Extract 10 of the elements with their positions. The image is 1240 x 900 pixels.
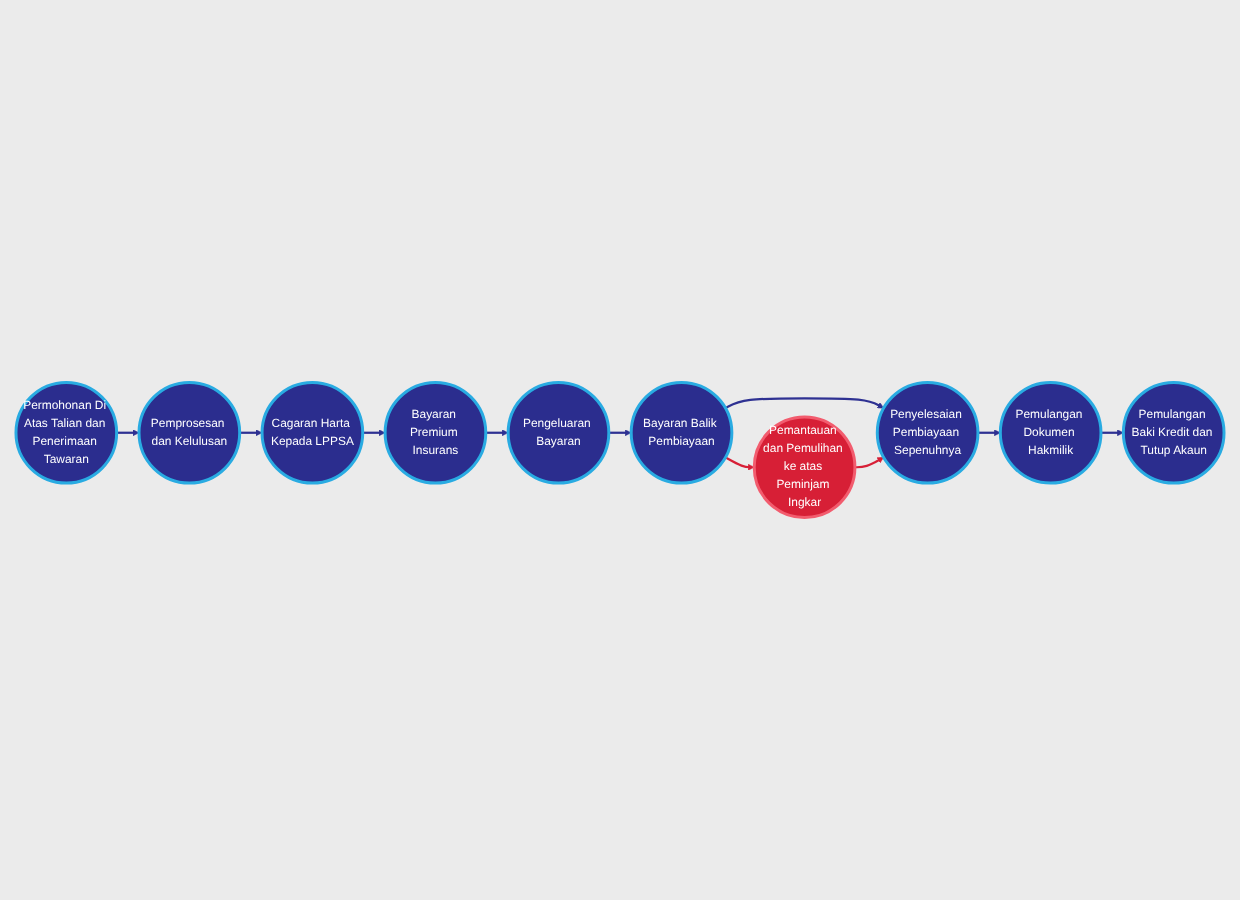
arrow: [116, 429, 140, 437]
arrow: [608, 429, 632, 437]
arrow: [362, 429, 386, 437]
arrow: [724, 456, 755, 471]
arrow: [485, 429, 509, 437]
arrow: [724, 397, 884, 410]
arrow: [239, 429, 263, 437]
arrow: [854, 457, 884, 469]
arrow: [977, 429, 1001, 437]
arrow: [1101, 429, 1124, 437]
